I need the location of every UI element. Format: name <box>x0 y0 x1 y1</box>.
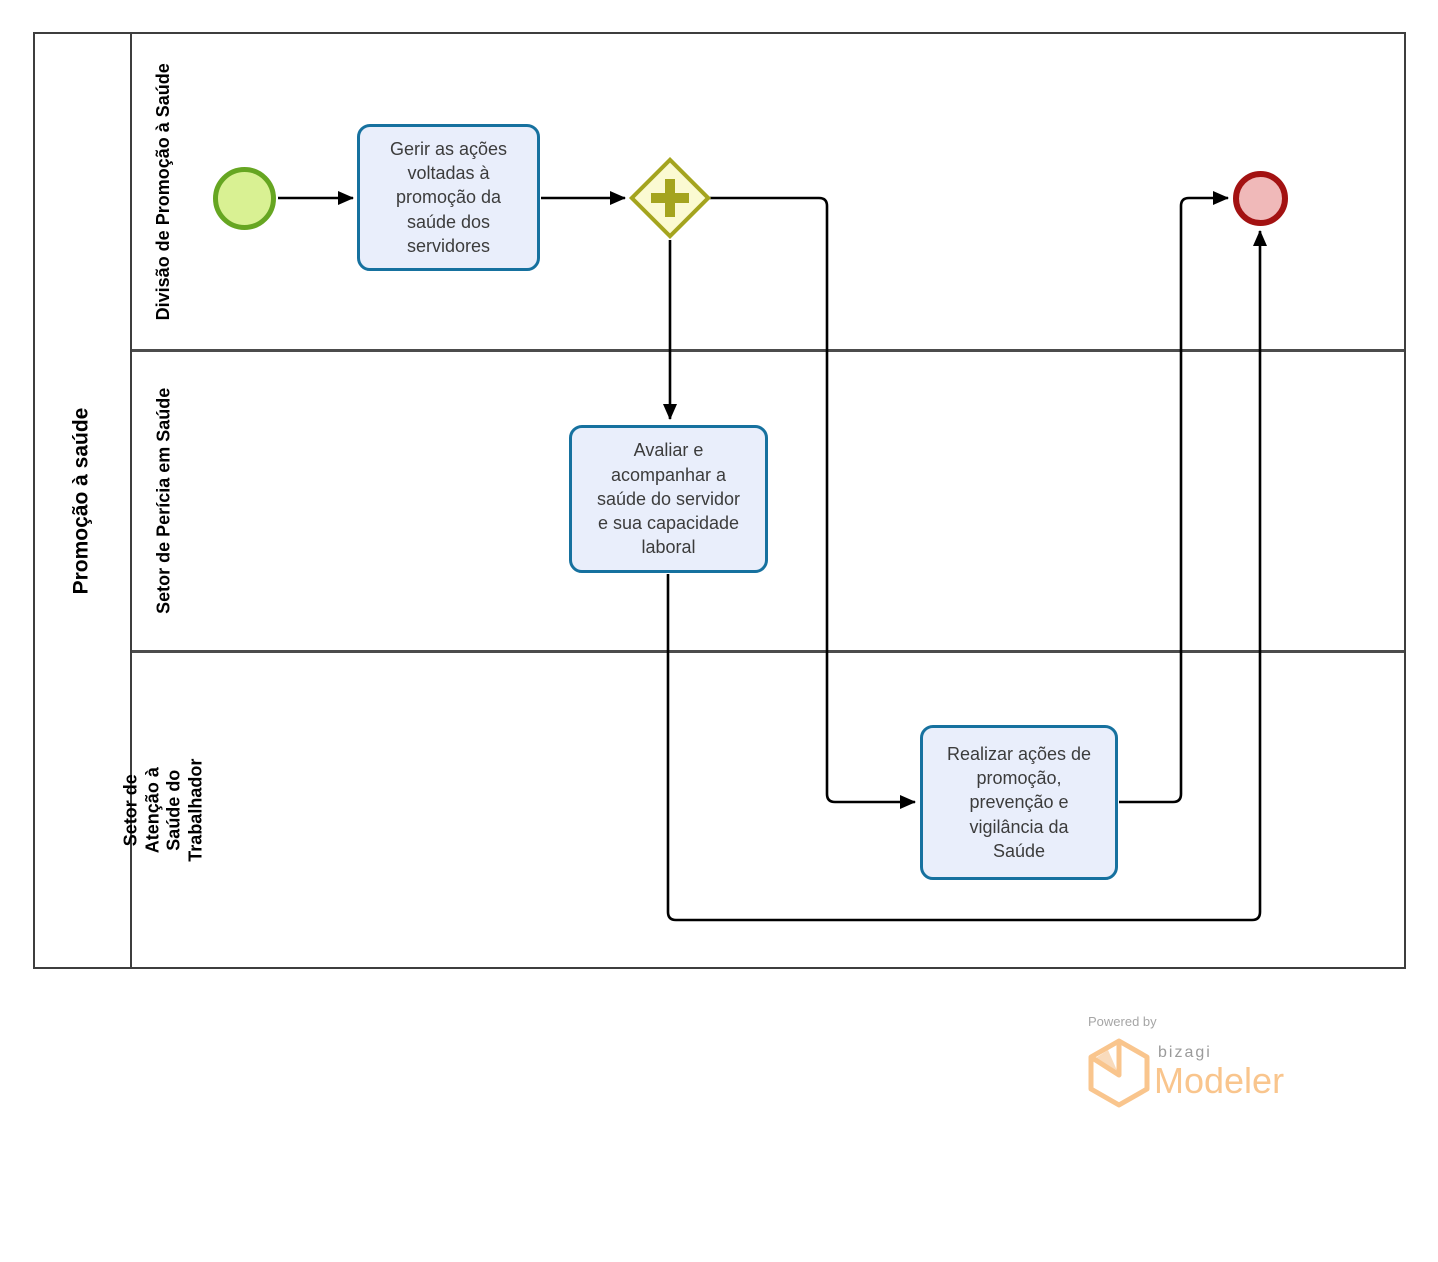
lane-divider <box>132 650 1404 653</box>
powered-by-text: Powered by <box>1088 1014 1157 1029</box>
end-event[interactable] <box>1233 171 1288 226</box>
lane-label: Setor de Atenção à Saúde do Trabalhador <box>120 758 206 862</box>
bizagi-wordmark: bizagi <box>1158 1044 1212 1061</box>
task-gerir-acoes[interactable]: Gerir as ações voltadas à promoção da sa… <box>357 124 540 271</box>
lane-label: Setor de Perícia em Saúde <box>153 387 174 615</box>
task-label: Realizar ações de promoção, prevenção e … <box>946 743 1092 861</box>
lane-label: Divisão de Promoção à Saúde <box>153 62 174 321</box>
pool-header: Promoção à saúde <box>33 32 132 969</box>
task-label: Gerir as ações voltadas à promoção da sa… <box>389 138 508 256</box>
lane-setor-de-pericia-em-saude: Setor de Perícia em Saúde <box>132 352 196 650</box>
plus-icon <box>641 169 699 227</box>
task-realizar-acoes[interactable]: Realizar ações de promoção, prevenção e … <box>920 725 1118 880</box>
task-label: Avaliar e acompanhar a saúde do servidor… <box>596 440 741 558</box>
lane-divisao-de-promocao-a-saude: Divisão de Promoção à Saúde <box>132 34 196 349</box>
pool-promocao-a-saude <box>33 32 1406 969</box>
lane-divider <box>132 349 1404 352</box>
modeler-wordmark: Modeler <box>1154 1060 1285 1101</box>
lane-setor-de-atencao-a-saude-do-trabalhador: Setor de Atenção à Saúde do Trabalhador <box>121 653 206 967</box>
bizagi-hexagon-icon <box>1088 1038 1150 1108</box>
pool-title: Promoção à saúde <box>69 407 93 594</box>
task-avaliar-acompanhar[interactable]: Avaliar e acompanhar a saúde do servidor… <box>569 425 768 573</box>
start-event[interactable] <box>213 167 276 230</box>
